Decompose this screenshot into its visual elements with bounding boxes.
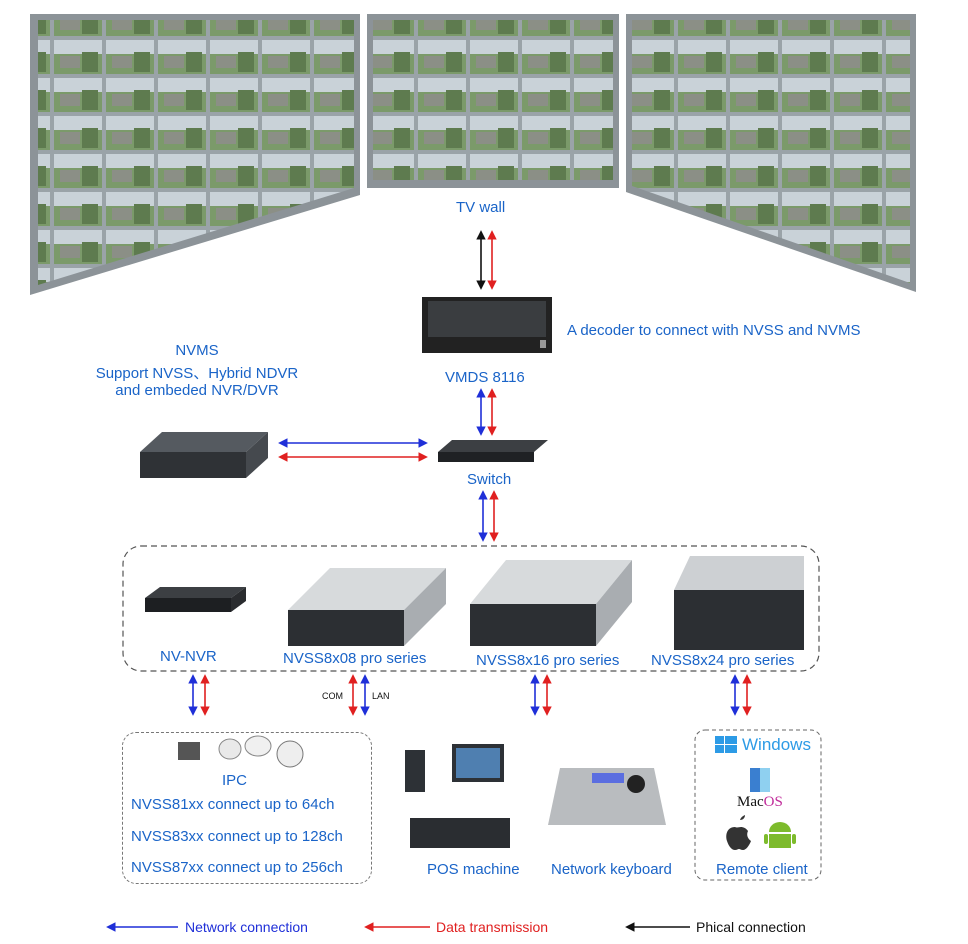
ipc-capacity-2: NVSS83xx connect up to 128ch bbox=[131, 828, 343, 845]
nvss8x08-device bbox=[288, 568, 446, 646]
android-icon bbox=[764, 822, 796, 848]
macos-label: MacOS bbox=[737, 794, 783, 811]
nvss-group-box bbox=[122, 545, 820, 672]
apple-icon bbox=[726, 815, 751, 850]
network-switch bbox=[438, 440, 548, 462]
remote-client-label: Remote client bbox=[716, 861, 808, 878]
decoder-device bbox=[422, 297, 552, 353]
nvss8x24-label: NVSS8x24 pro series bbox=[651, 652, 795, 669]
nvms-line2: and embeded NVR/DVR bbox=[115, 382, 279, 399]
nvss8x08-label: NVSS8x08 pro series bbox=[283, 650, 427, 667]
nvss8x24-device bbox=[674, 556, 804, 650]
remote-client-box bbox=[694, 729, 822, 881]
mac-finder-icon bbox=[750, 768, 770, 792]
lan-label: LAN bbox=[372, 691, 390, 701]
legend-physical: Phical connection bbox=[696, 919, 806, 935]
nv-nvr-device bbox=[145, 587, 246, 612]
ipc-capacity-1: NVSS81xx connect up to 64ch bbox=[131, 796, 335, 813]
ipc-label: IPC bbox=[222, 772, 248, 789]
ipc-box bbox=[122, 732, 372, 884]
ipc-cameras bbox=[178, 735, 304, 768]
legend-data: Data transmission bbox=[436, 919, 549, 935]
com-label: COM bbox=[322, 691, 343, 701]
switch-label: Switch bbox=[467, 471, 512, 488]
ipc-capacity-3: NVSS87xx connect up to 256ch bbox=[131, 859, 343, 876]
nvss8x16-device bbox=[470, 560, 632, 646]
windows-icon bbox=[715, 736, 737, 753]
network-keyboard-device bbox=[548, 768, 666, 825]
windows-label: Windows bbox=[742, 735, 811, 754]
nv-nvr-label: NV-NVR bbox=[160, 648, 217, 665]
nvss8x16-label: NVSS8x16 pro series bbox=[476, 652, 620, 669]
vmds-label: VMDS 8116 bbox=[445, 369, 525, 386]
nvms-server bbox=[140, 432, 268, 478]
pos-label: POS machine bbox=[427, 861, 520, 878]
tv-wall bbox=[30, 14, 916, 295]
legend-network: Network connection bbox=[185, 919, 308, 935]
decoder-description: A decoder to connect with NVSS and NVMS bbox=[567, 322, 861, 339]
mac-prefix: Mac bbox=[737, 794, 764, 810]
nvms-line1: Support NVSS、Hybrid NDVR bbox=[95, 365, 299, 382]
tv-wall-label: TV wall bbox=[456, 199, 506, 216]
pos-machine bbox=[405, 744, 510, 848]
mac-os-suffix: OS bbox=[763, 794, 783, 810]
keyboard-label: Network keyboard bbox=[551, 861, 672, 878]
nvms-title: NVMS bbox=[175, 342, 219, 359]
